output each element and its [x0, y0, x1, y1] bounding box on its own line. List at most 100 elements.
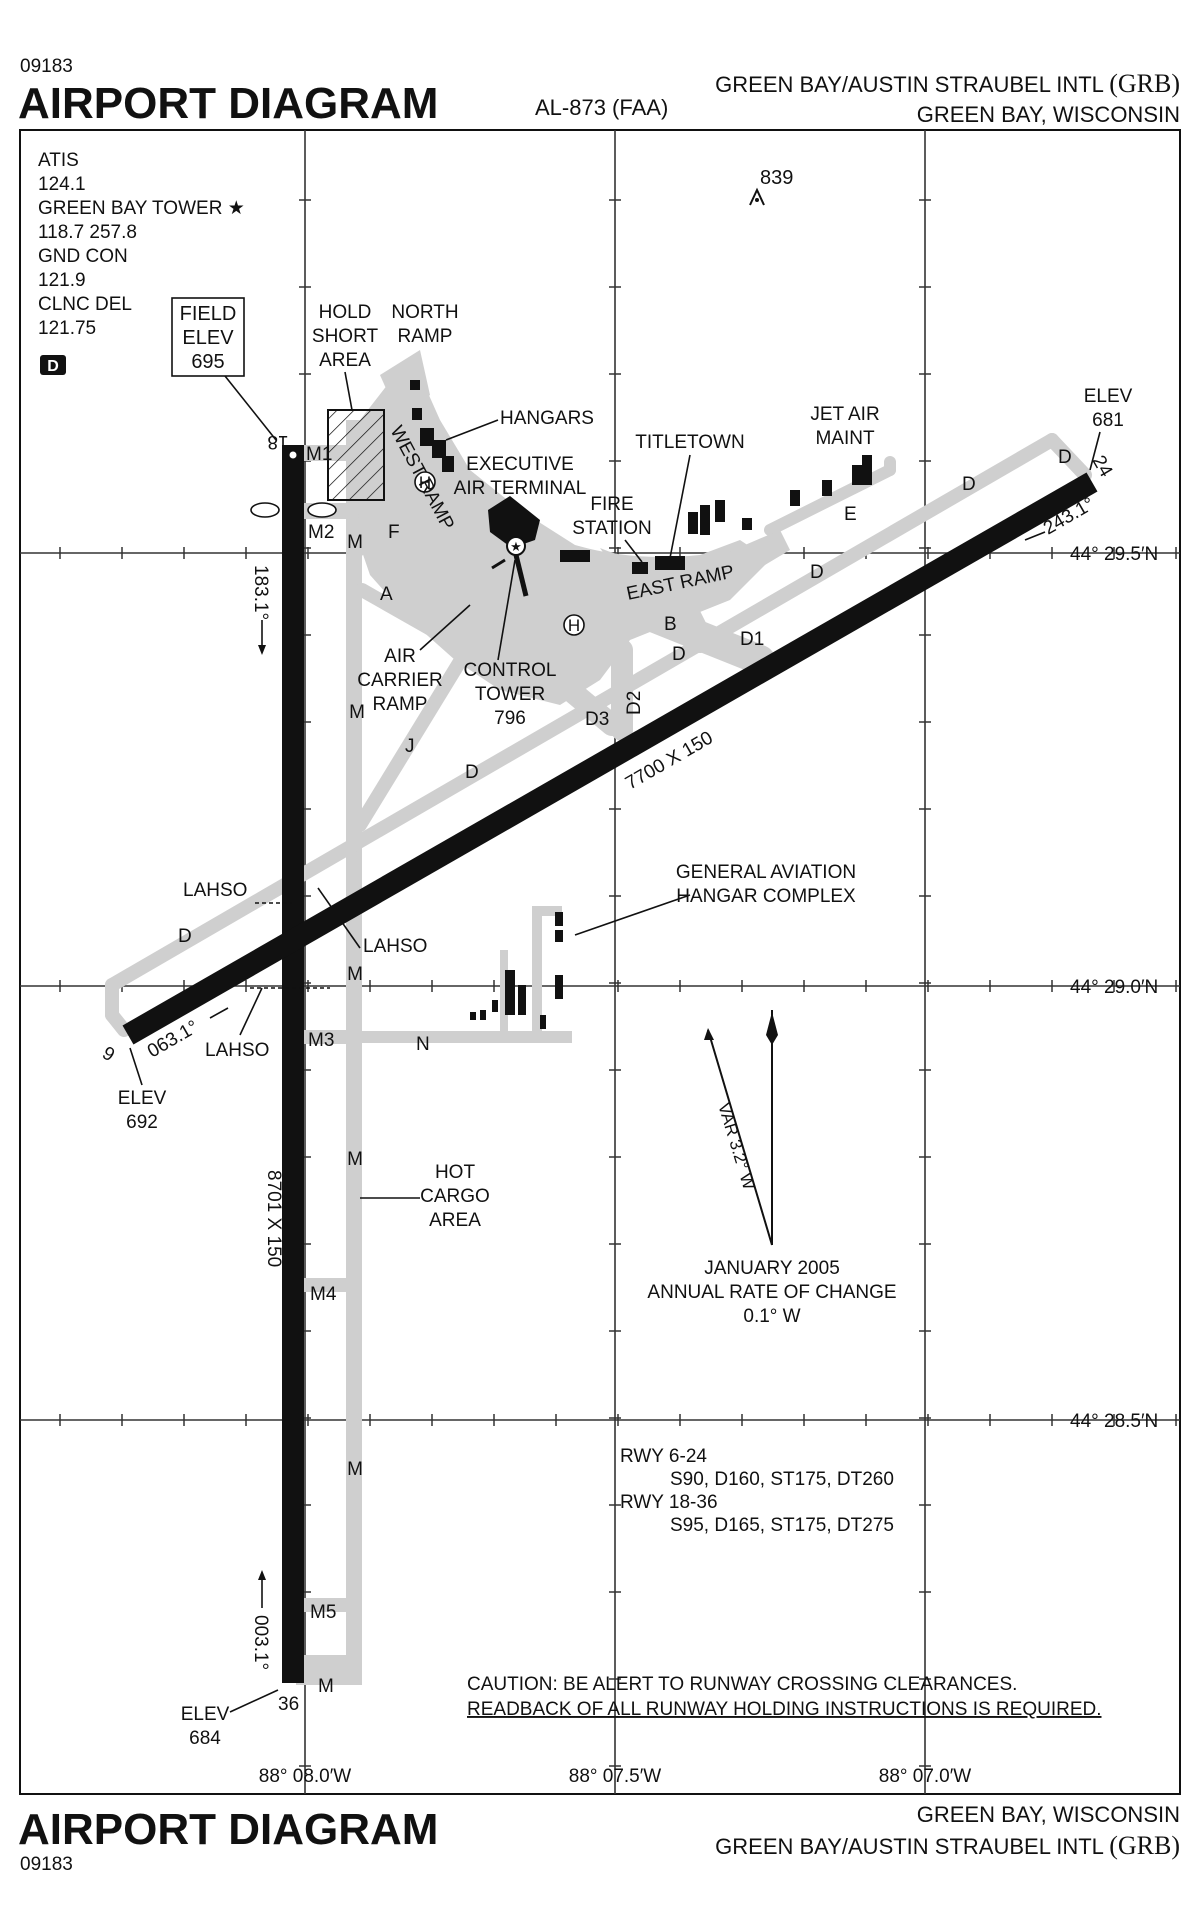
- svg-text:6: 6: [99, 1041, 119, 1064]
- strength-values: S90, D160, ST175, DT260: [670, 1469, 894, 1490]
- svg-text:CONTROL: CONTROL: [464, 660, 557, 681]
- svg-text:M2: M2: [308, 522, 334, 543]
- strength-runway: RWY 6-24: [620, 1446, 707, 1467]
- frequency-value: 121.75: [38, 318, 96, 339]
- helipad-west: H: [414, 471, 436, 493]
- north-arrow: VAR 3.2° W JANUARY 2005 ANNUAL RATE OF C…: [647, 1010, 897, 1327]
- svg-text:CARRIER: CARRIER: [357, 670, 443, 691]
- svg-text:AREA: AREA: [319, 350, 371, 371]
- svg-text:D: D: [962, 474, 976, 495]
- terminal-ramp: [358, 375, 770, 705]
- procedure-id: AL-873 (FAA): [535, 95, 668, 120]
- svg-text:839: 839: [760, 167, 793, 189]
- runway-6-24: [122, 472, 1098, 1045]
- svg-text:M1: M1: [306, 444, 332, 465]
- field-elevation: FIELD ELEV 695: [171, 297, 277, 441]
- coordinate-labels: 44° 29.5′N 44° 29.0′N 44° 28.5′N 88° 08.…: [259, 544, 1159, 1787]
- svg-text:D: D: [47, 358, 59, 375]
- svg-text:M: M: [347, 1149, 363, 1170]
- svg-text:D: D: [465, 762, 479, 783]
- footer-airport-name: GREEN BAY/AUSTIN STRAUBEL INTL (GRB): [715, 1831, 1180, 1860]
- svg-text:TOWER: TOWER: [475, 684, 545, 705]
- svg-text:M5: M5: [310, 1602, 336, 1623]
- svg-text:HANGAR COMPLEX: HANGAR COMPLEX: [676, 886, 856, 907]
- svg-text:B: B: [664, 614, 677, 635]
- svg-text:AIR TERMINAL: AIR TERMINAL: [454, 478, 587, 499]
- svg-text:NORTH: NORTH: [391, 302, 458, 323]
- strength-values: S95, D165, ST175, DT275: [670, 1515, 894, 1536]
- taxiway-network: [105, 350, 1092, 1685]
- svg-text:M: M: [347, 964, 363, 985]
- svg-text:JET AIR: JET AIR: [810, 404, 879, 425]
- svg-text:LAHSO: LAHSO: [205, 1040, 269, 1061]
- svg-text:D: D: [178, 926, 192, 947]
- svg-text:MAINT: MAINT: [815, 428, 875, 449]
- buildings: [410, 380, 872, 1029]
- frequency-name: ATIS: [38, 150, 79, 171]
- svg-text:A: A: [380, 584, 393, 605]
- svg-text:E: E: [844, 504, 857, 525]
- svg-text:LAHSO: LAHSO: [183, 880, 247, 901]
- svg-text:M: M: [349, 702, 365, 723]
- svg-text:D1: D1: [740, 629, 764, 650]
- svg-text:684: 684: [189, 1728, 221, 1749]
- footer-title: AIRPORT DIAGRAM: [18, 1805, 438, 1854]
- svg-text:44° 29.5′N: 44° 29.5′N: [1070, 544, 1158, 565]
- svg-text:M: M: [318, 1676, 334, 1697]
- d-badge: D: [40, 355, 66, 375]
- svg-text:003.1°: 003.1°: [250, 1615, 271, 1670]
- taxiway-n: [362, 1031, 572, 1043]
- svg-text:CARGO: CARGO: [420, 1186, 490, 1207]
- chart-title: AIRPORT DIAGRAM: [18, 79, 438, 128]
- svg-text:READBACK OF ALL RUNWAY HOLDING: READBACK OF ALL RUNWAY HOLDING INSTRUCTI…: [467, 1699, 1102, 1720]
- svg-text:CAUTION: BE ALERT TO RUNWAY CR: CAUTION: BE ALERT TO RUNWAY CROSSING CLE…: [467, 1674, 1017, 1695]
- chart-frame: [19, 129, 1181, 1795]
- svg-text:EXECUTIVE: EXECUTIVE: [466, 454, 574, 475]
- frequency-value: 124.1: [38, 174, 86, 195]
- svg-text:0.1° W: 0.1° W: [743, 1306, 800, 1327]
- svg-text:8701 X 150: 8701 X 150: [263, 1170, 284, 1267]
- svg-text:88° 08.0′W: 88° 08.0′W: [259, 1766, 352, 1787]
- caution-note: CAUTION: BE ALERT TO RUNWAY CROSSING CLE…: [467, 1674, 1102, 1720]
- svg-text:796: 796: [494, 708, 526, 729]
- svg-text:FIELD: FIELD: [180, 303, 237, 325]
- svg-text:D: D: [1058, 447, 1072, 468]
- svg-text:FIRE: FIRE: [590, 494, 633, 515]
- svg-text:M3: M3: [308, 1030, 334, 1051]
- svg-text:J: J: [405, 736, 415, 757]
- svg-text:18: 18: [267, 431, 288, 452]
- helipad-east: H: [563, 614, 585, 636]
- svg-text:H: H: [568, 616, 580, 635]
- svg-text:RAMP: RAMP: [373, 694, 428, 715]
- svg-text:LAHSO: LAHSO: [363, 936, 427, 957]
- svg-text:88° 07.5′W: 88° 07.5′W: [569, 1766, 662, 1787]
- runways: [122, 445, 1098, 1683]
- svg-text:D2: D2: [624, 691, 645, 715]
- svg-text:183.1°: 183.1°: [250, 565, 271, 620]
- svg-text:SHORT: SHORT: [312, 326, 379, 347]
- svg-text:VAR 3.2° W: VAR 3.2° W: [714, 1101, 758, 1192]
- svg-text:F: F: [388, 522, 400, 543]
- taxiway-labels: M1 M2 M M M M3 M M4 M M5 M F A B D D1 D2…: [178, 444, 1072, 1697]
- svg-text:24: 24: [1088, 452, 1117, 481]
- svg-text:N: N: [416, 1034, 430, 1055]
- taxiway-m: [346, 420, 362, 1682]
- svg-text:HOT: HOT: [435, 1162, 476, 1183]
- svg-text:STATION: STATION: [572, 518, 652, 539]
- svg-text:692: 692: [126, 1112, 158, 1133]
- svg-text:HANGARS: HANGARS: [500, 408, 594, 429]
- svg-text:D: D: [810, 562, 824, 583]
- svg-text:RAMP: RAMP: [398, 326, 453, 347]
- svg-text:H: H: [419, 473, 431, 492]
- svg-text:TITLETOWN: TITLETOWN: [635, 432, 744, 453]
- city-state: GREEN BAY, WISCONSIN: [917, 102, 1180, 127]
- frequency-value: 121.9: [38, 270, 86, 291]
- frequency-name: GND CON: [38, 246, 128, 267]
- svg-text:ELEV: ELEV: [118, 1088, 167, 1109]
- chart-code: 09183: [20, 56, 73, 77]
- svg-text:HOLD: HOLD: [319, 302, 372, 323]
- svg-text:M4: M4: [310, 1284, 337, 1305]
- footer-chart-code: 09183: [20, 1854, 73, 1875]
